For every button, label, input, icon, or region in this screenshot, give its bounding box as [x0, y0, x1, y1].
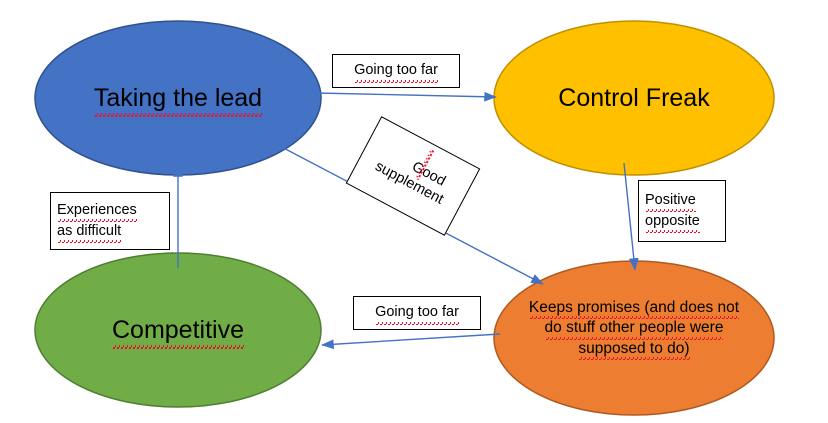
edge-label-going-too-far-top[interactable]: Going too far — [332, 54, 460, 88]
edge-label-positive-opposite[interactable]: Positive opposite — [638, 180, 726, 242]
arrow-lead-to-control[interactable] — [315, 91, 497, 102]
edge-label-experiences-as-difficult[interactable]: Experiences as difficult — [50, 192, 170, 250]
edge-label-going-too-far-bottom[interactable]: Going too far — [353, 296, 481, 330]
arrow-control-to-keeps-promises[interactable] — [623, 162, 639, 271]
arrow-keeps-promises-to-competitive[interactable] — [321, 333, 501, 350]
